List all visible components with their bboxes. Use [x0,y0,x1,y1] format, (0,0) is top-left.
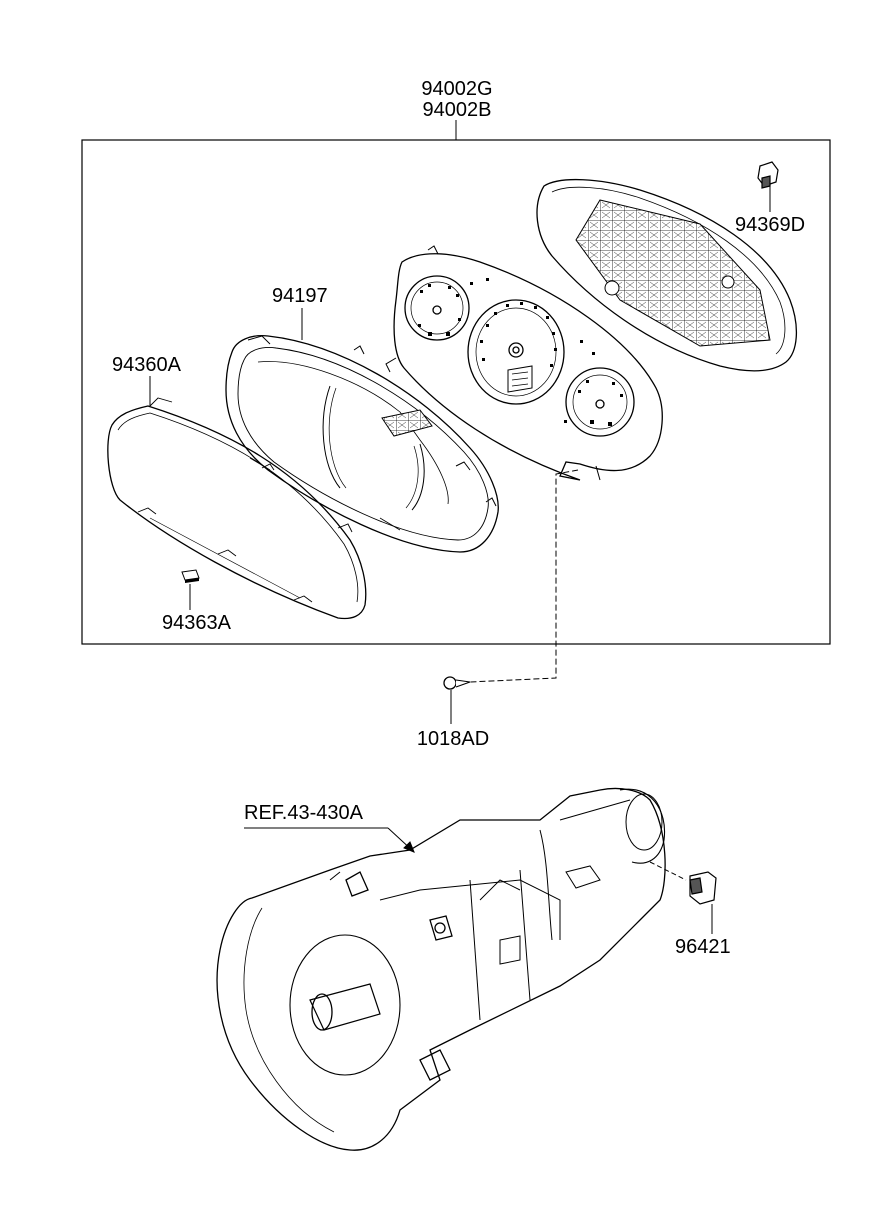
sensor-part [649,861,717,934]
sensor-label: 96421 [675,936,731,958]
back-case [536,178,798,372]
pad-part [181,569,200,583]
bulb-part [757,161,779,212]
assembly-label-2: 94002B [422,99,492,121]
screw-leader [469,469,579,683]
bulb-label: 94369D [735,214,806,236]
screw-part [443,676,471,724]
gauge-face [385,245,663,481]
screw-label: 1018AD [416,728,490,750]
gauge-marks [418,278,623,426]
transmission [216,787,666,1151]
cluster-housing [225,334,499,553]
ref-label: REF.43-430A [244,802,363,824]
housing-vent [381,409,433,437]
lens-label: 94360A [112,354,181,376]
back-case-grid [575,199,771,347]
pad-label: 94363A [162,612,231,634]
ref-leader [244,827,415,853]
assembly-frame [81,120,831,645]
assembly-label-1: 94002G [421,78,493,100]
leader-lines [149,308,303,610]
housing-label: 94197 [272,285,328,307]
